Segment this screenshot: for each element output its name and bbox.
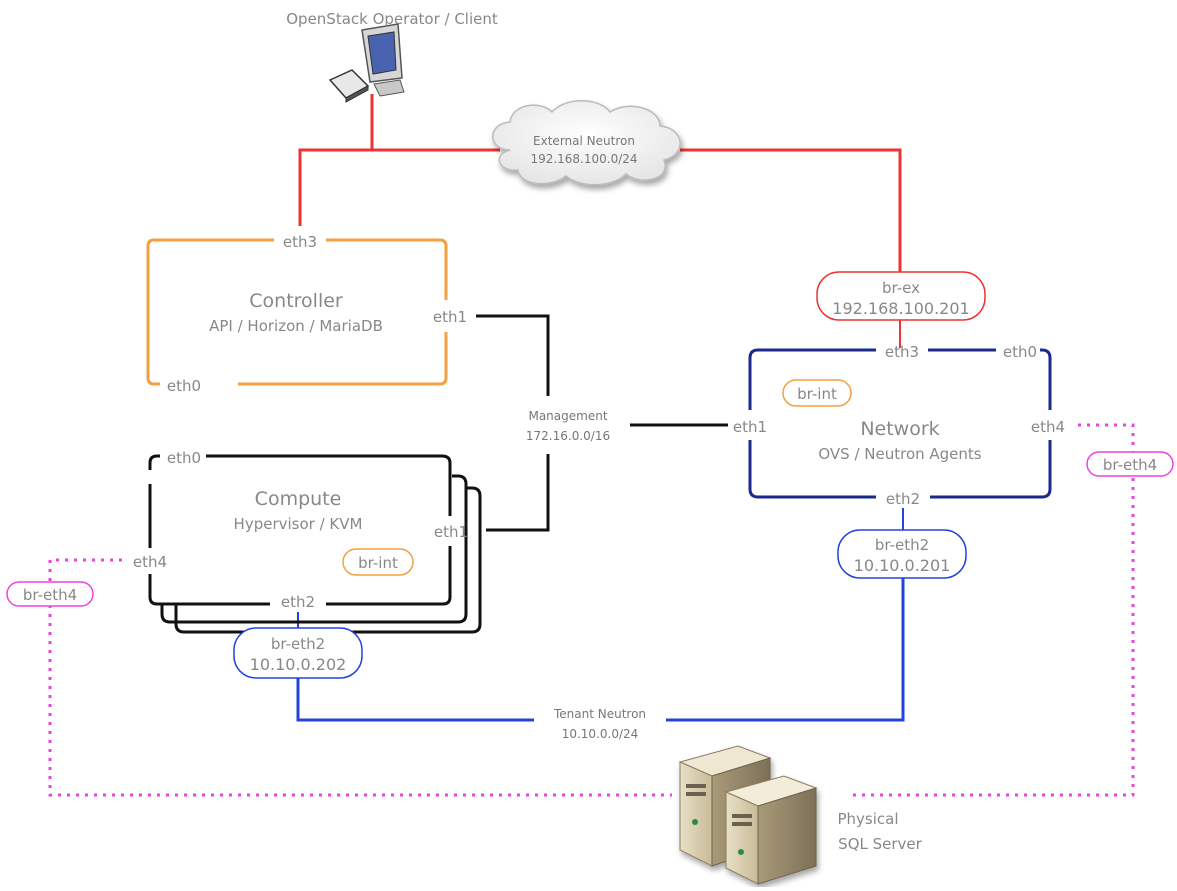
controller-eth0-label: eth0 xyxy=(167,377,201,395)
compute-br-eth4-bridge: br-eth4 xyxy=(6,581,94,607)
compute-eth4-label: eth4 xyxy=(133,553,167,571)
compute-node-border xyxy=(148,454,452,606)
compute-subtitle: Hypervisor / KVM xyxy=(234,515,363,533)
network-br-eth2-ip: 10.10.0.201 xyxy=(854,556,951,575)
operator-workstation-icon xyxy=(328,23,405,103)
network-br-ex-link xyxy=(680,148,902,272)
controller-border xyxy=(146,238,448,386)
network-br-eth2-bridge: br-eth2 10.10.0.201 xyxy=(837,529,967,579)
compute-eth4-link xyxy=(48,558,672,797)
compute-eth2-label: eth2 xyxy=(281,593,315,611)
network-subtitle: OVS / Neutron Agents xyxy=(818,445,981,463)
network-eth0-label: eth0 xyxy=(1003,343,1037,361)
network-br-ex-ip: 192.168.100.201 xyxy=(832,299,969,318)
compute-eth1-label: eth1 xyxy=(434,523,468,541)
compute-br-int-label: br-int xyxy=(358,554,398,572)
network-br-ex-name: br-ex xyxy=(882,279,920,297)
compute-br-eth2-name: br-eth2 xyxy=(271,635,325,653)
tenant-network-cidr: 10.10.0.0/24 xyxy=(562,727,639,741)
tenant-network-name: Tenant Neutron xyxy=(553,707,646,721)
operator-label: OpenStack Operator / Client xyxy=(286,10,498,28)
compute-br-eth4-label: br-eth4 xyxy=(23,586,77,604)
compute-eth0-label: eth0 xyxy=(167,449,201,467)
network-br-eth4-label: br-eth4 xyxy=(1103,456,1157,474)
network-node-border xyxy=(748,348,1052,499)
network-br-int-badge: br-int xyxy=(782,379,852,407)
external-network-cidr: 192.168.100.0/24 xyxy=(530,152,637,166)
network-node: eth3 eth0 eth1 eth4 eth2 Network OVS / N… xyxy=(733,343,1065,508)
compute-br-eth2-ip: 10.10.0.202 xyxy=(250,655,347,674)
network-eth4-label: eth4 xyxy=(1031,418,1065,436)
tenant-network-links xyxy=(296,578,905,722)
compute-tenant-link xyxy=(296,678,534,722)
controller-eth1-label: eth1 xyxy=(433,308,467,326)
physical-network-links xyxy=(48,423,1135,797)
controller-eth3-label: eth3 xyxy=(283,233,317,251)
network-br-eth2-name: br-eth2 xyxy=(875,536,929,554)
monitor-icon xyxy=(361,23,405,97)
external-network-cloud xyxy=(492,100,681,186)
network-eth4-link xyxy=(850,423,1135,797)
management-network-cidr: 172.16.0.0/16 xyxy=(526,429,610,443)
controller-eth3-link xyxy=(298,148,500,226)
controller-eth1-link xyxy=(476,314,550,396)
compute-br-int-badge: br-int xyxy=(342,548,414,576)
network-tenant-link xyxy=(666,578,905,722)
compute-eth1-link xyxy=(486,454,550,532)
controller-subtitle: API / Horizon / MariaDB xyxy=(209,317,383,335)
network-br-ex-bridge: br-ex 192.168.100.201 xyxy=(816,271,986,321)
compute-title: Compute xyxy=(255,488,342,510)
management-network-name: Management xyxy=(528,409,607,423)
controller-title: Controller xyxy=(249,290,343,312)
management-network-links xyxy=(476,314,728,532)
controller-node: eth3 eth1 eth0 Controller API / Horizon … xyxy=(146,233,467,395)
network-eth3-label: eth3 xyxy=(885,343,919,361)
network-br-eth4-bridge: br-eth4 xyxy=(1086,451,1174,477)
compute-br-eth2-bridge: br-eth2 10.10.0.202 xyxy=(233,627,363,679)
physical-server-icon xyxy=(678,745,818,885)
compute-node-back-2 xyxy=(174,486,482,634)
compute-node-stack: eth0 eth1 eth4 eth2 Compute Hypervisor /… xyxy=(133,449,482,634)
keyboard-icon xyxy=(328,69,370,103)
physical-server-line2: SQL Server xyxy=(838,835,922,853)
server-front-unit xyxy=(724,775,818,885)
physical-server-line1: Physical xyxy=(837,810,898,828)
network-eth1-label: eth1 xyxy=(733,418,767,436)
external-network-name: External Neutron xyxy=(533,134,635,148)
compute-node-back-1 xyxy=(160,474,468,624)
external-network-links xyxy=(298,94,902,272)
network-title: Network xyxy=(860,418,939,440)
network-br-int-label: br-int xyxy=(797,385,837,403)
network-eth2-label: eth2 xyxy=(886,490,920,508)
